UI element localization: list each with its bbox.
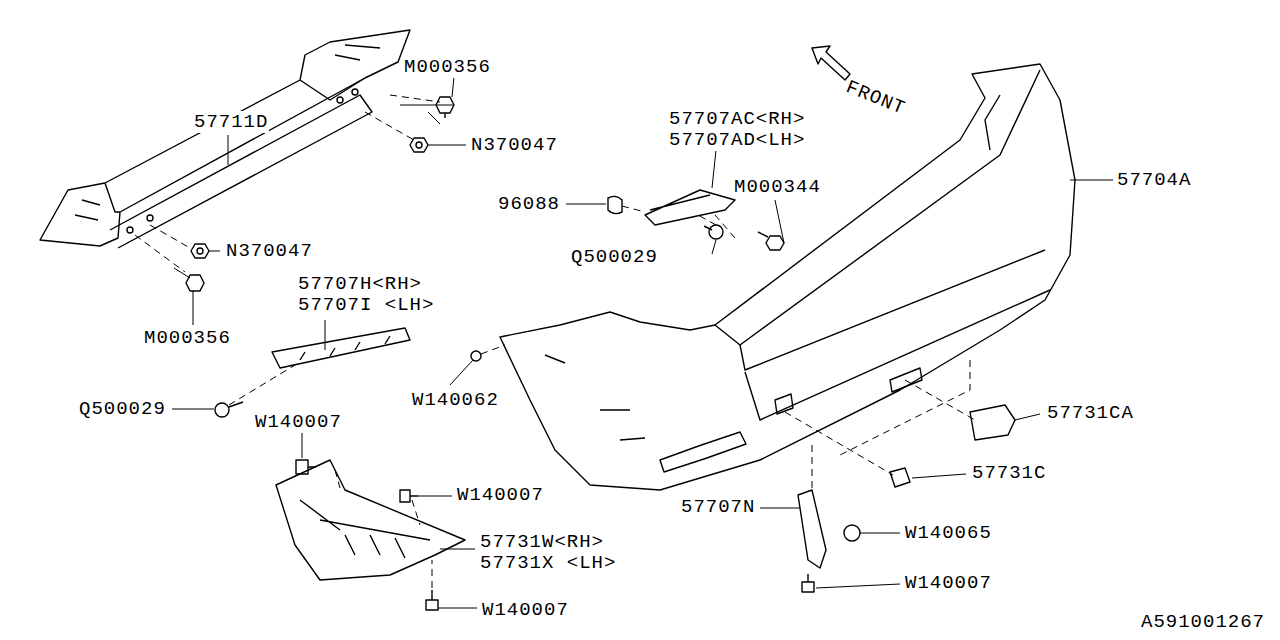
drawing-line	[645, 190, 735, 225]
callout-number: 57711D	[193, 111, 269, 133]
front-arrow	[812, 46, 850, 80]
drawing-line	[704, 226, 712, 230]
leader-lines	[135, 67, 1113, 608]
drawing-line	[758, 232, 784, 250]
brackets	[272, 190, 1015, 580]
callout-number: 57731W<RH>	[479, 531, 605, 553]
drawing-line	[335, 470, 432, 588]
drawing-line	[785, 360, 975, 490]
drawing-line	[500, 64, 1075, 490]
drawing-line	[229, 402, 243, 407]
callout-number: W140007	[481, 599, 570, 621]
callout-number: 96088	[497, 193, 561, 215]
drawing-line	[844, 525, 860, 541]
drawing-line	[272, 328, 410, 368]
drawing-line	[426, 590, 438, 610]
callout-number: M000356	[403, 56, 492, 78]
callout-number: 57731C	[971, 462, 1047, 484]
drawing-line	[970, 405, 1015, 440]
drawing-line	[365, 95, 440, 140]
drawing-line	[418, 496, 477, 608]
drawing-line	[191, 244, 209, 258]
drawing-line	[709, 225, 723, 239]
callout-number: 57707AC<RH>	[668, 108, 806, 130]
drawing-line	[228, 135, 1113, 243]
callout-number: 57707N	[680, 496, 756, 518]
drawing-line	[300, 78, 365, 100]
bumper-cover	[500, 64, 1075, 490]
drawing-line	[802, 574, 814, 592]
drawing-line	[197, 248, 203, 254]
drawing-line	[740, 250, 1045, 370]
drawing-line	[608, 196, 622, 213]
drawing-line	[40, 30, 410, 246]
bumper-beam	[40, 30, 410, 248]
drawing-line	[985, 95, 1000, 150]
drawing-line	[337, 97, 343, 103]
diagram-id: A591001267	[1140, 611, 1266, 633]
callout-number: N370047	[470, 134, 559, 156]
fasteners	[174, 97, 900, 610]
direction-label: FRONT	[842, 76, 910, 120]
drawing-line	[135, 225, 190, 272]
callout-number: 57707AD<LH>	[668, 129, 806, 151]
drawing-line	[400, 490, 418, 502]
drawing-line	[105, 183, 120, 212]
drawing-line	[812, 46, 850, 80]
callout-number: 57707H<RH>	[297, 273, 423, 295]
drawing-line	[660, 432, 746, 472]
drawing-line	[147, 215, 153, 221]
drawing-line	[276, 460, 465, 580]
drawing-line	[816, 584, 900, 588]
drawing-line	[860, 533, 900, 534]
callout-number: Q500029	[570, 246, 659, 268]
callout-number: W140062	[411, 389, 500, 411]
callout-number: W140007	[254, 411, 343, 433]
callout-number: M000356	[143, 327, 232, 349]
drawing-line	[760, 414, 1040, 508]
callout-number: W140007	[456, 484, 545, 506]
drawing-line	[172, 240, 716, 409]
callout-number: 57707I <LH>	[297, 294, 435, 316]
drawing-line	[745, 290, 1050, 420]
callout-number: 57731X <LH>	[479, 552, 617, 574]
callout-number: 57731CA	[1046, 402, 1135, 424]
drawing-line	[352, 89, 358, 95]
drawing-line	[296, 460, 316, 474]
drawing-line	[186, 275, 204, 291]
callout-number: Q500029	[78, 398, 167, 420]
drawing-line	[798, 490, 826, 568]
drawing-line	[428, 112, 440, 124]
drawing-line	[193, 251, 220, 325]
drawing-line	[775, 394, 793, 414]
callout-number: 57704A	[1116, 169, 1192, 191]
callout-number: N370047	[225, 240, 314, 262]
drawing-line	[75, 45, 380, 220]
drawing-line	[215, 403, 229, 417]
drawing-line	[471, 351, 481, 361]
drawing-line	[622, 206, 735, 238]
drawing-line	[410, 138, 428, 152]
callout-number: W140065	[904, 522, 993, 544]
callout-number: M000344	[733, 176, 822, 198]
drawing-line	[110, 95, 372, 248]
drawing-line	[436, 97, 454, 118]
drawing-line	[400, 67, 466, 145]
drawing-line	[890, 468, 910, 487]
drawing-line	[174, 268, 190, 278]
callout-number: W140007	[904, 572, 993, 594]
drawing-line	[416, 142, 422, 148]
drawing-line	[545, 355, 645, 440]
drawing-line	[127, 227, 133, 233]
